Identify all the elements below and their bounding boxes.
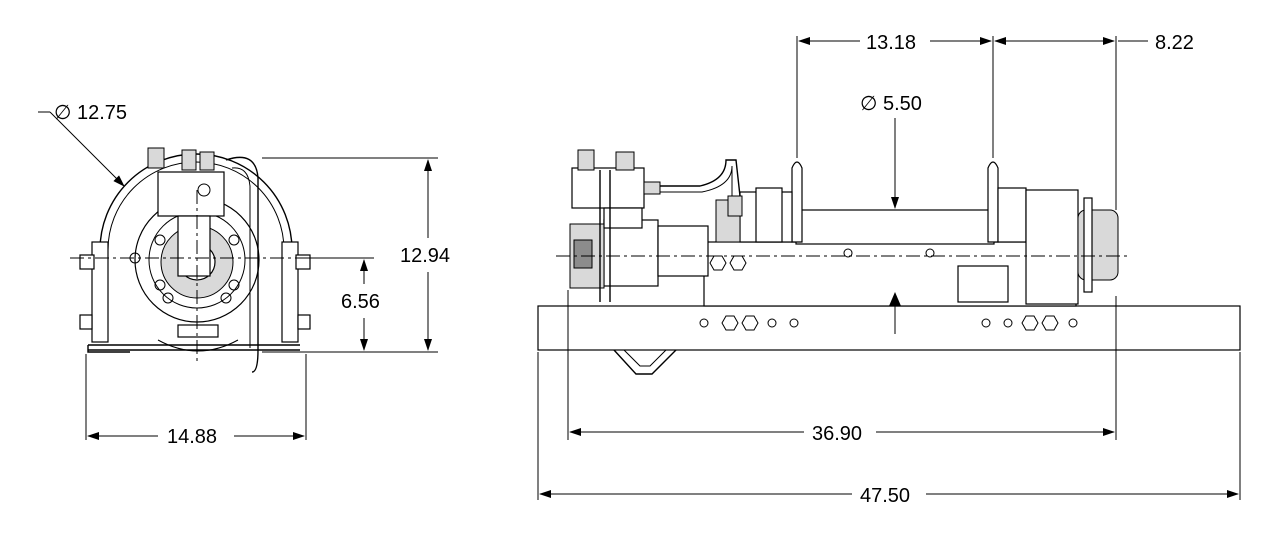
base-length-text: 47.50: [860, 485, 910, 507]
base-holes-right: [981, 315, 1078, 331]
end-base-foot: [87, 344, 300, 353]
motor-end-offset-text: 8.22: [1155, 32, 1194, 54]
drum-flange-right: [987, 161, 999, 243]
side-view: [537, 149, 1241, 375]
valve-block: [157, 171, 225, 217]
flange-spacing-text: 13.18: [866, 32, 916, 54]
base-width-text: 14.88: [167, 426, 217, 448]
frame-rail: [703, 241, 1077, 307]
gear-housing: [1025, 189, 1079, 305]
winch-length-text: 36.90: [812, 423, 862, 445]
right-side-plate: [281, 241, 299, 343]
end-view-dimensions: ∅ 12.75 12.94 6.56 14.88: [38, 102, 450, 448]
base-holes-left: [699, 315, 799, 331]
diameter-leader: [49, 111, 125, 187]
side-view-dimensions: 13.18 8.22 ∅ 5.50 36.90 47.50: [537, 32, 1241, 507]
side-valve-block: [571, 167, 645, 209]
centerline-height-text: 6.56: [341, 291, 380, 313]
overall-height-text: 12.94: [400, 245, 450, 267]
drum-barrel: [795, 209, 995, 245]
nameplate: [957, 265, 1009, 303]
barrel-diameter-text: ∅ 5.50: [860, 93, 922, 115]
skid-base: [537, 305, 1241, 351]
drum-flange-left: [791, 161, 803, 243]
hydraulic-motor: [603, 219, 659, 287]
left-side-plate: [91, 241, 109, 343]
end-view: [70, 147, 340, 373]
drum-diameter-text: ∅ 12.75: [54, 102, 127, 124]
